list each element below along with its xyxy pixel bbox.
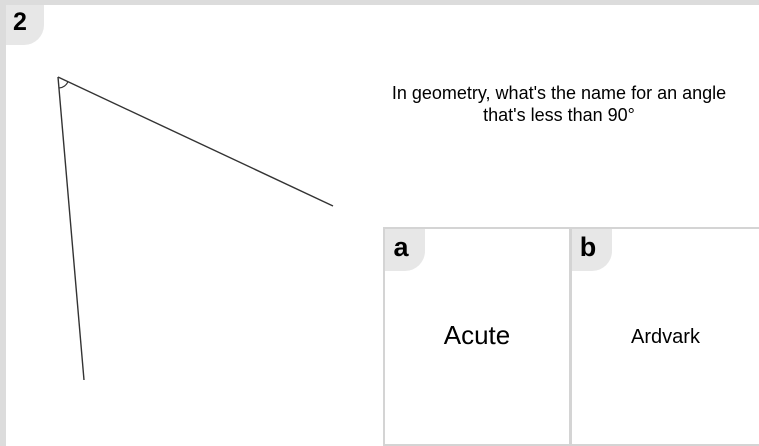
question-number-badge: 2 (6, 5, 44, 45)
angle-ray-diagonal (57, 76, 334, 207)
acute-angle-diagram-icon (57, 76, 334, 381)
option-letter: b (579, 231, 597, 262)
option-letter-badge: b (572, 229, 612, 271)
option-letter: a (393, 231, 409, 262)
answer-option-b[interactable]: b Ardvark (570, 227, 759, 446)
option-label: Ardvark (631, 326, 700, 348)
question-text: In geometry, what's the name for an angl… (391, 83, 727, 125)
option-label: Acute (443, 320, 511, 350)
answer-option-a[interactable]: a Acute (383, 227, 571, 446)
option-letter-badge: a (385, 229, 425, 271)
angle-arc-marker (58, 81, 69, 89)
angle-ray-vertical (57, 76, 85, 381)
question-number: 2 (13, 7, 27, 36)
